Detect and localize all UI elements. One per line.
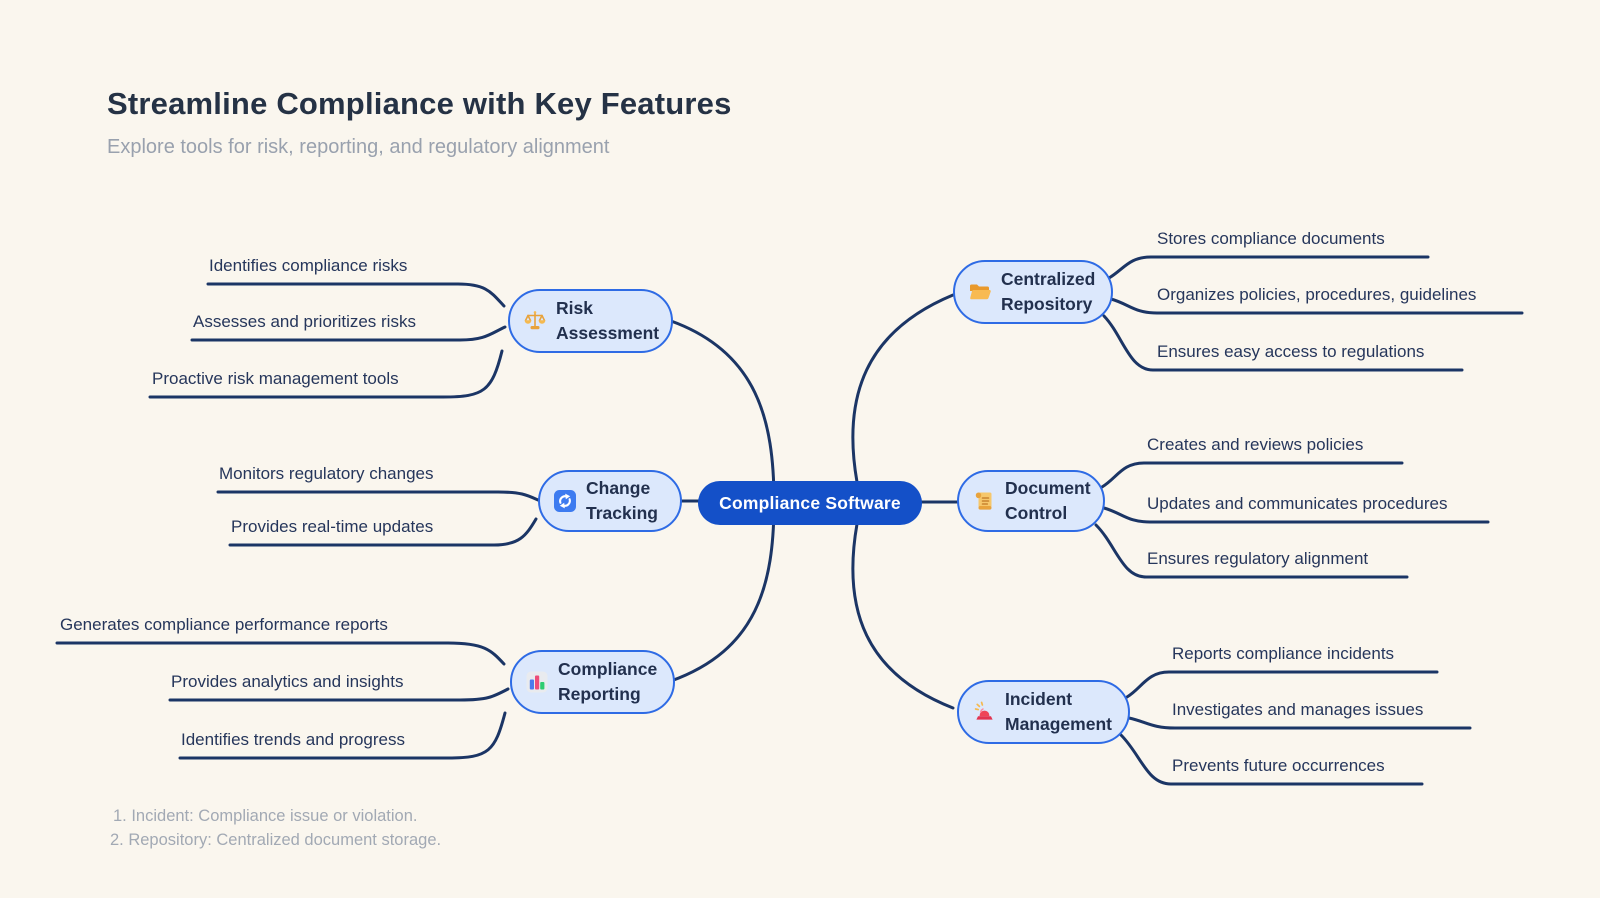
connector-leaf bbox=[1119, 733, 1424, 786]
siren-icon bbox=[972, 700, 996, 724]
connector-leaf bbox=[190, 325, 507, 342]
center-node-compliance-software[interactable]: Compliance Software bbox=[698, 481, 922, 525]
branch-node-incident-management[interactable]: Incident Management bbox=[957, 680, 1130, 744]
connector-reporting-to-center bbox=[669, 500, 776, 683]
leaf-compliance-reporting-3[interactable]: Identifies trends and progress bbox=[181, 730, 405, 749]
branch-node-label: Compliance Reporting bbox=[558, 658, 658, 704]
connector-leaf bbox=[1094, 523, 1409, 579]
connector-leaf bbox=[228, 517, 538, 547]
connector-leaf bbox=[206, 282, 506, 308]
open-folder-icon bbox=[968, 280, 992, 304]
leaf-centralized-repository-2[interactable]: Organizes policies, procedures, guidelin… bbox=[1157, 285, 1477, 304]
connector-leaf bbox=[55, 641, 506, 666]
connector-leaf bbox=[1125, 670, 1439, 699]
leaf-change-tracking-2[interactable]: Provides real-time updates bbox=[231, 517, 434, 536]
leaf-risk-assessment-1[interactable]: Identifies compliance risks bbox=[209, 256, 408, 275]
branch-node-centralized-repository[interactable]: Centralized Repository bbox=[953, 260, 1113, 324]
connector-leaf bbox=[1109, 297, 1524, 315]
branch-node-document-control[interactable]: Document Control bbox=[957, 470, 1105, 532]
leaf-incident-management-1[interactable]: Reports compliance incidents bbox=[1172, 644, 1395, 663]
leaf-compliance-reporting-2[interactable]: Provides analytics and insights bbox=[171, 672, 404, 691]
leaf-centralized-repository-1[interactable]: Stores compliance documents bbox=[1157, 229, 1385, 248]
leaf-centralized-repository-3[interactable]: Ensures easy access to regulations bbox=[1157, 342, 1425, 361]
page-subtitle: Explore tools for risk, reporting, and r… bbox=[107, 136, 610, 158]
leaf-risk-assessment-2[interactable]: Assesses and prioritizes risks bbox=[193, 312, 416, 331]
branch-node-risk-assessment[interactable]: Risk Assessment bbox=[508, 289, 673, 353]
leaf-document-control-3[interactable]: Ensures regulatory alignment bbox=[1147, 549, 1369, 568]
bar-chart-icon bbox=[525, 670, 549, 694]
connector-leaf bbox=[1107, 255, 1430, 280]
page-title: Streamline Compliance with Key Features bbox=[107, 86, 732, 121]
connector-leaf bbox=[178, 711, 507, 760]
leaf-document-control-2[interactable]: Updates and communicates procedures bbox=[1147, 494, 1448, 513]
connector-leaf bbox=[1102, 506, 1490, 524]
connector-leaf bbox=[168, 687, 510, 702]
counterclockwise-arrows-icon bbox=[553, 489, 577, 513]
branch-node-change-tracking[interactable]: Change Tracking bbox=[538, 470, 682, 532]
leaf-document-control-1[interactable]: Creates and reviews policies bbox=[1147, 435, 1364, 454]
connector-leaf bbox=[1102, 314, 1464, 372]
balance-scale-icon bbox=[523, 309, 547, 333]
connector-center-to-incident bbox=[851, 522, 955, 710]
branch-node-label: Incident Management bbox=[1005, 688, 1112, 734]
connector-leaf bbox=[216, 490, 540, 502]
connector-leaf bbox=[1100, 461, 1404, 489]
branch-node-label: Centralized Repository bbox=[1001, 268, 1096, 314]
branch-node-label: Document Control bbox=[1005, 477, 1091, 523]
footnote-incident: 1. Incident: Compliance issue or violati… bbox=[113, 807, 418, 825]
leaf-change-tracking-1[interactable]: Monitors regulatory changes bbox=[219, 464, 434, 483]
branch-node-label: Risk Assessment bbox=[556, 297, 660, 343]
connector-leaf bbox=[148, 349, 504, 399]
leaf-compliance-reporting-1[interactable]: Generates compliance performance reports bbox=[60, 615, 388, 634]
branch-node-compliance-reporting[interactable]: Compliance Reporting bbox=[510, 650, 675, 714]
connector-leaf bbox=[1127, 716, 1472, 730]
connector-risk-to-center bbox=[669, 319, 776, 504]
center-node-label: Compliance Software bbox=[719, 492, 901, 513]
scroll-icon bbox=[972, 489, 996, 513]
leaf-incident-management-2[interactable]: Investigates and manages issues bbox=[1172, 700, 1424, 719]
leaf-incident-management-3[interactable]: Prevents future occurrences bbox=[1172, 756, 1385, 775]
footnote-repository: 2. Repository: Centralized document stor… bbox=[110, 831, 442, 849]
connector-center-to-repository bbox=[851, 293, 955, 484]
branch-node-label: Change Tracking bbox=[586, 477, 658, 523]
leaf-risk-assessment-3[interactable]: Proactive risk management tools bbox=[152, 369, 399, 388]
